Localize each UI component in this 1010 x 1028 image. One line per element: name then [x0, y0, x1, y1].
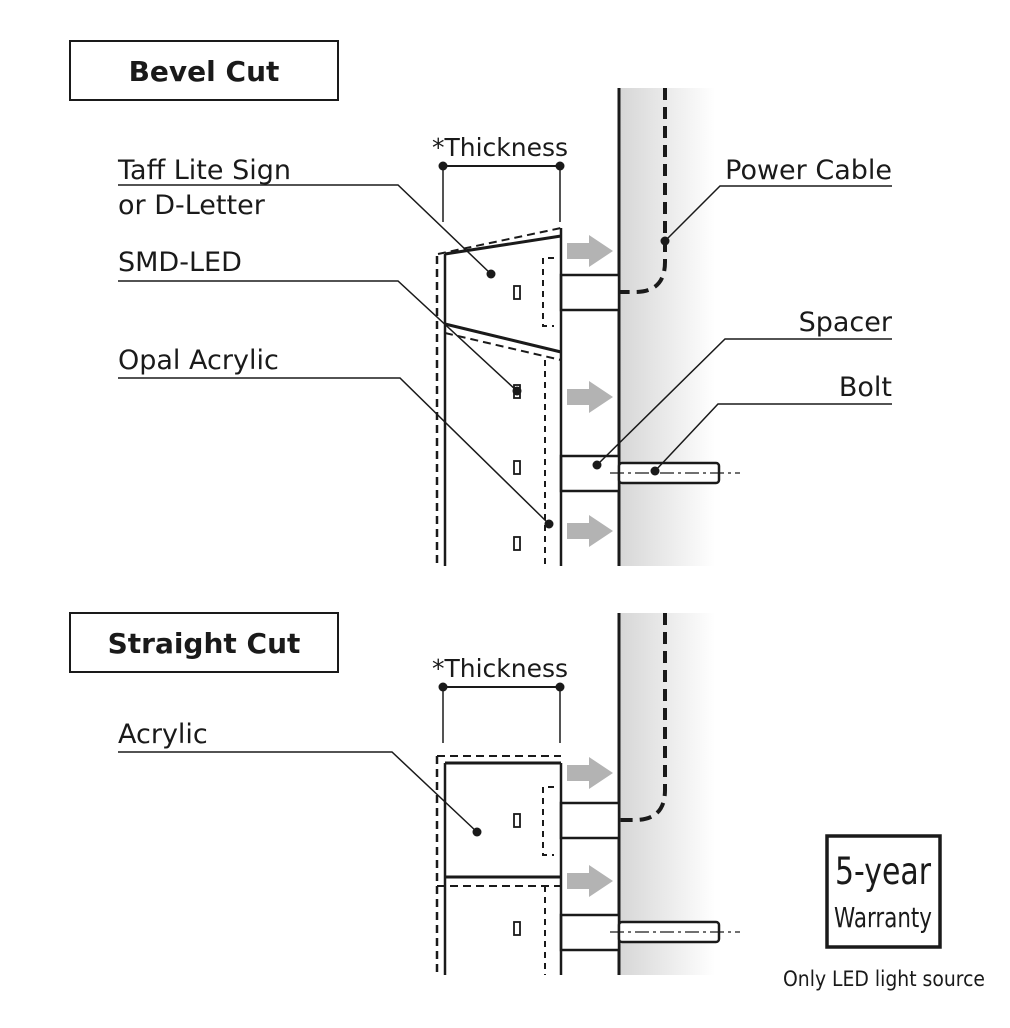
- callout-power-cable: Power Cable: [660, 155, 892, 246]
- straight-power-cable: [619, 613, 667, 822]
- sign-label-line1: Taff Lite Sign: [117, 155, 291, 186]
- callout-acrylic: Acrylic: [118, 719, 482, 837]
- straight-cut-title: Straight Cut: [108, 627, 301, 660]
- opal-acrylic-label: Opal Acrylic: [118, 345, 279, 376]
- warranty-line1: 5-year: [835, 850, 932, 893]
- straight-cut-section: Straight Cut: [69, 612, 740, 975]
- bolt-label: Bolt: [839, 372, 892, 403]
- bevel-bolt: [610, 461, 740, 485]
- bevel-thickness-dimension: *Thickness: [432, 133, 568, 222]
- straight-wall: [617, 613, 715, 975]
- smd-led-label: SMD-LED: [118, 247, 242, 278]
- bevel-thickness-label: *Thickness: [432, 133, 568, 162]
- straight-smd-leds: [513, 813, 521, 936]
- straight-sign-body: [435, 755, 563, 975]
- callout-opal-acrylic: Opal Acrylic: [118, 345, 554, 529]
- callout-bolt: Bolt: [650, 372, 892, 476]
- sign-label-line2: or D-Letter: [118, 190, 266, 221]
- straight-bolt: [610, 920, 740, 944]
- warranty-note: Only LED light source: [783, 967, 985, 991]
- bevel-sign-body: [435, 227, 563, 566]
- bevel-cut-title: Bevel Cut: [129, 55, 280, 88]
- callout-sign: Taff Lite Sign or D-Letter: [117, 155, 496, 279]
- bevel-power-cable: [619, 88, 667, 294]
- straight-cut-title-box: Straight Cut: [69, 612, 339, 673]
- power-cable-label: Power Cable: [725, 155, 892, 186]
- bevel-wall: [617, 88, 715, 566]
- warranty-badge: 5-year Warranty Only LED light source: [783, 834, 985, 991]
- warranty-line2: Warranty: [834, 901, 932, 934]
- bevel-cut-title-box: Bevel Cut: [69, 40, 339, 101]
- callout-smd-led: SMD-LED: [118, 247, 522, 396]
- callout-spacer: Spacer: [592, 307, 893, 470]
- spacer-label: Spacer: [799, 307, 893, 338]
- bevel-cut-section: Bevel Cut: [69, 40, 893, 566]
- acrylic-label: Acrylic: [118, 719, 208, 750]
- straight-thickness-label: *Thickness: [432, 654, 568, 683]
- straight-thickness-dimension: *Thickness: [432, 654, 568, 743]
- bevel-smd-leds: [513, 285, 521, 551]
